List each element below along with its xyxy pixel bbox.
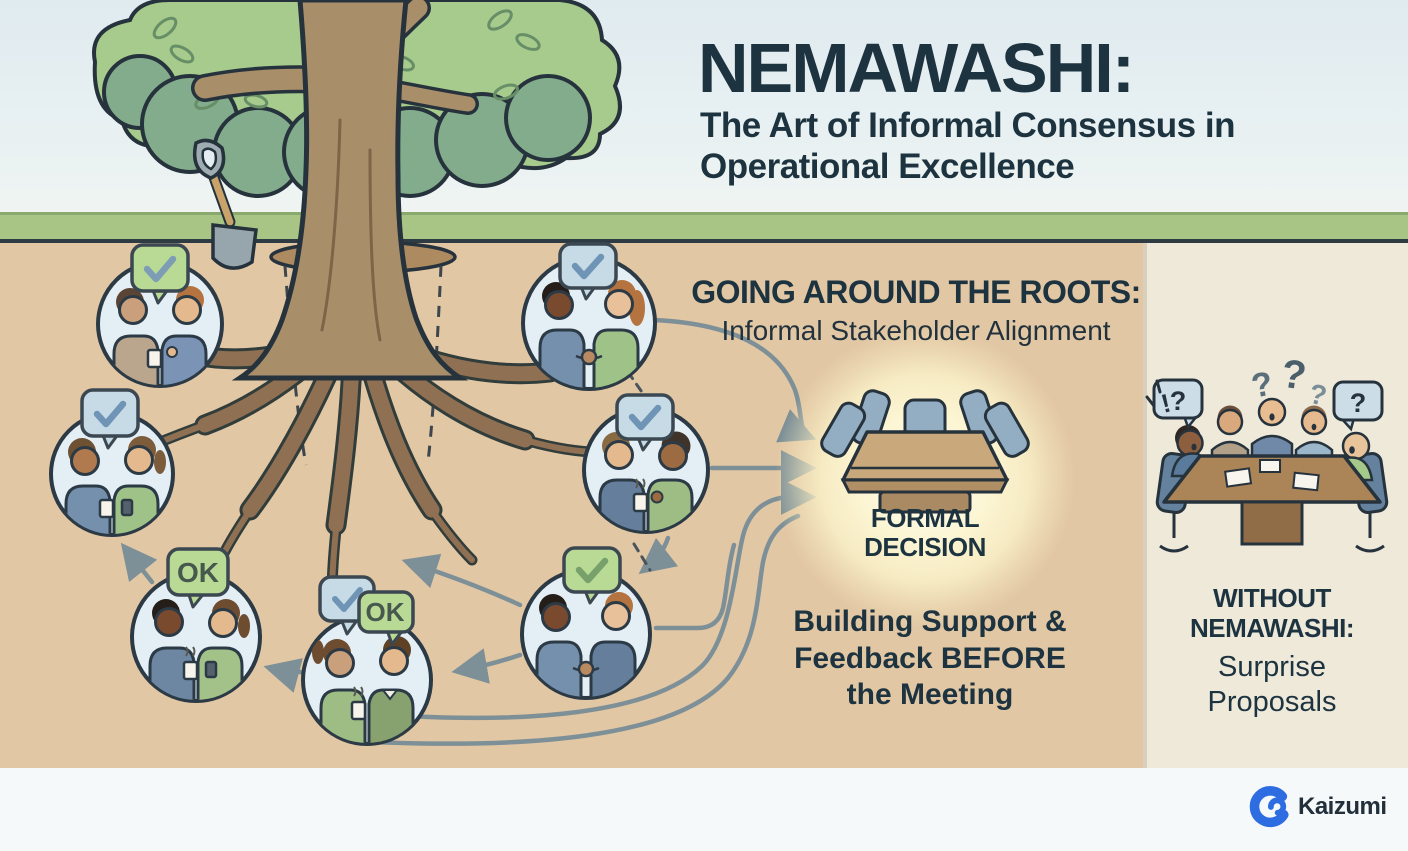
check-icon [143, 255, 177, 283]
stakeholder-chat-4: OK [301, 575, 433, 746]
support-note-emphasis: BEFORE [932, 641, 1066, 675]
approval-bubble [130, 243, 190, 305]
ground-line [0, 239, 1408, 243]
grass-edge [0, 212, 1408, 215]
approval-bubble [558, 242, 618, 301]
roots-section-heading: GOING AROUND THE ROOTS: [691, 274, 1141, 310]
without-panel-heading: WITHOUT NEMAWASHI: [1190, 583, 1355, 643]
ok-bubble: OK [357, 590, 415, 646]
meeting-table-icon [820, 389, 1030, 514]
support-note-post: the Meeting [846, 678, 1014, 712]
support-note-pre: Building Support & Feedback [793, 605, 1067, 675]
arrow-from-handshake2 [653, 542, 737, 631]
question-mark: ? [1170, 386, 1187, 416]
arrow-c6-to-c7 [638, 535, 679, 575]
question-bubble-left: ? [1152, 378, 1204, 430]
alarm-ticks [1145, 379, 1162, 408]
ok-label: OK [366, 597, 405, 627]
approval-bubble [562, 546, 622, 605]
check-icon [332, 587, 363, 612]
stakeholder-handshake-2 [520, 546, 652, 700]
arrow-back-to-roots [401, 553, 523, 608]
panel-divider [1143, 243, 1147, 768]
question-mark: ? [1279, 352, 1309, 399]
roots-section-subheading: Informal Stakeholder Alignment [721, 315, 1111, 346]
support-note: Building Support & Feedback BEFORE the M… [760, 604, 1100, 714]
page-title: NEMAWASHI: [698, 29, 1135, 107]
tree-trunk [191, 0, 479, 381]
check-icon [571, 253, 605, 280]
flow-arrows [120, 317, 817, 746]
brand-logo: Kaizumi [1248, 786, 1387, 828]
approval-bubble [80, 388, 140, 450]
shovel-icon [192, 138, 258, 270]
brand-name: Kaizumi [1298, 793, 1387, 820]
stakeholder-chat-2 [49, 388, 175, 537]
stakeholder-chat-5 [582, 393, 710, 534]
formal-decision-label: FORMAL DECISION [864, 503, 986, 562]
arrow-c3-to-c2 [120, 542, 158, 585]
question-mark: ? [1306, 378, 1329, 412]
ok-label: OK [177, 557, 219, 588]
ok-bubble: OK [166, 547, 230, 609]
stakeholder-chat-1 [96, 243, 224, 388]
check-icon [628, 404, 662, 431]
stakeholder-chat-3: OK [130, 547, 262, 703]
arrow-outer-sweep [369, 513, 801, 746]
question-mark: ? [1350, 388, 1367, 418]
page-subtitle: The Art of Informal Consensus in Operati… [700, 106, 1235, 186]
footer-strip [0, 768, 1408, 851]
arrow-c7-to-c4 [451, 648, 523, 684]
grass-band [0, 212, 1408, 242]
approval-bubble [615, 393, 675, 452]
stakeholder-handshake-1 [521, 242, 657, 391]
surprise-meeting-illustration: ? ? ? ? ? ! [1145, 352, 1389, 553]
check-icon [93, 400, 127, 428]
check-icon [575, 557, 609, 584]
arrow-bottom-to-decision [405, 479, 817, 721]
question-bubble-right: ? [1332, 380, 1384, 432]
without-panel-subheading: Surprise Proposals [1207, 651, 1337, 718]
kaizumi-logo-icon [1249, 786, 1289, 828]
